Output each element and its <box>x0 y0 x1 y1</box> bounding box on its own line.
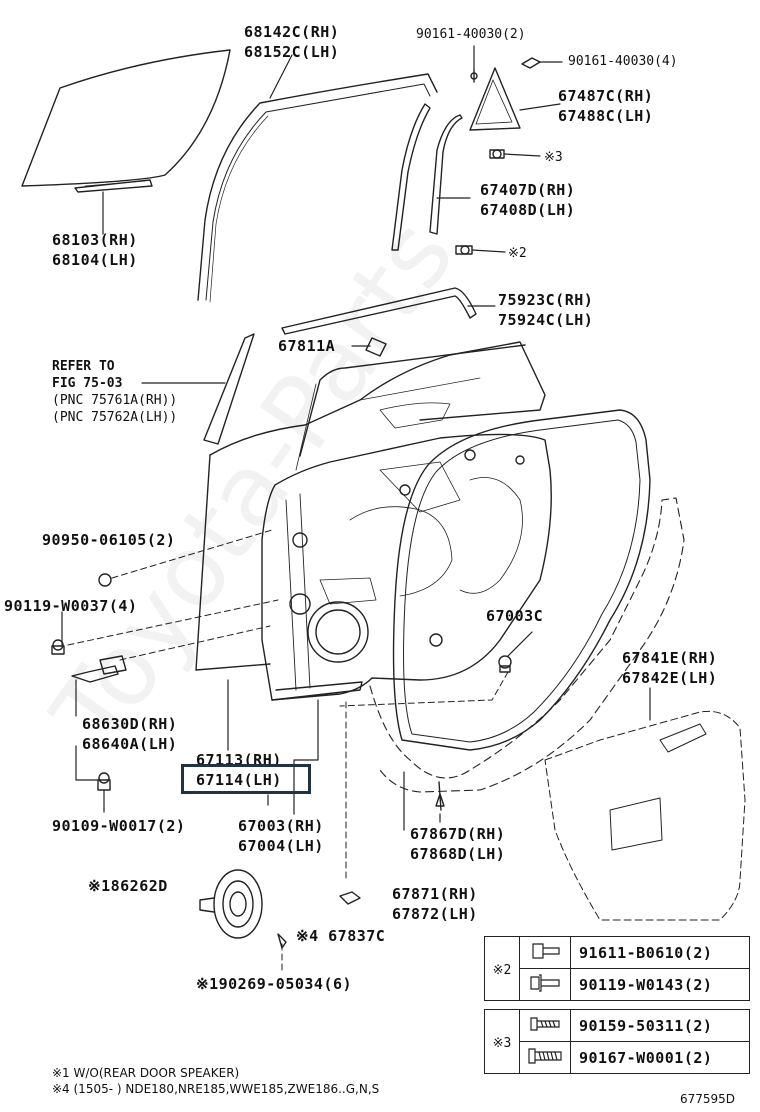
label-strip-lh: 67872(LH) <box>392 905 478 923</box>
label-bolt-lower: 90109-W0017(2) <box>52 817 186 835</box>
drawing-number: 677595D <box>680 1092 736 1106</box>
highlight-box <box>181 764 311 794</box>
dashed-leaders <box>67 529 509 971</box>
door-weatherstrip <box>392 409 651 751</box>
label-run-lh: 67408D(LH) <box>480 201 576 219</box>
label-plug: 90950-06105(2) <box>42 531 176 549</box>
label-run-rh: 67407D(RH) <box>480 181 576 199</box>
legend-part: 90159-50311(2) <box>570 1009 750 1042</box>
label-refer-1: REFER TO <box>52 359 115 374</box>
note-2: ※4 (1505- ) NDE180,NRE185,WWE185,ZWE186.… <box>52 1082 380 1096</box>
label-speaker: ※186262D <box>88 877 168 895</box>
label-panel-lh: 67004(LH) <box>238 837 324 855</box>
label-hinge-rh: 68630D(RH) <box>82 715 178 733</box>
label-channel-lh: 68152C(LH) <box>244 43 340 61</box>
label-trim-lh: 67842E(LH) <box>622 669 718 687</box>
inner-door-frame <box>261 377 552 701</box>
label-plate: 67811A <box>278 337 336 355</box>
label-refer-2: FIG 75-03 <box>52 376 123 391</box>
speaker <box>199 869 263 939</box>
quarter-piece <box>455 57 541 255</box>
glass-run-channel <box>197 73 438 303</box>
label-belt-lh: 75924C(LH) <box>498 311 594 329</box>
legend-row: 90167-W0001(2) <box>485 1041 750 1074</box>
door-glass <box>21 49 231 193</box>
label-seal-lh: 67114(LH) <box>196 771 282 789</box>
label-bolt-top-1: 90161-40030(2) <box>416 27 526 42</box>
flange-bolt-icon <box>519 968 571 1001</box>
fastener-legend: ※2 91611-B0610(2) 90119-W0143(2) <box>484 936 750 1074</box>
leader-lines <box>61 45 651 831</box>
label-mark3-top: ※3 <box>544 150 563 165</box>
trim-panel <box>544 710 746 921</box>
label-refer-3: (PNC 75761A(RH)) <box>52 393 178 408</box>
legend-part: 90119-W0143(2) <box>570 968 750 1001</box>
label-clip: 67003C <box>486 607 544 625</box>
label-trim-rh: 67841E(RH) <box>622 649 718 667</box>
legend-row: 90119-W0143(2) <box>485 968 750 1001</box>
label-bolt-check: 90119-W0037(4) <box>4 597 138 615</box>
belt-moulding <box>281 287 477 335</box>
bolt-icon <box>519 936 571 969</box>
label-weather-rh: 67867D(RH) <box>410 825 506 843</box>
label-belt-rh: 75923C(RH) <box>498 291 594 309</box>
label-quarter-rh: 67487C(RH) <box>558 87 654 105</box>
label-panel-rh: 67003(RH) <box>238 817 324 835</box>
body-opening-outline <box>369 497 685 793</box>
legend-mark: ※2 <box>484 936 520 1001</box>
label-mark2-top: ※2 <box>508 246 527 261</box>
legend-row: ※2 91611-B0610(2) <box>484 936 750 1001</box>
label-glass-rh: 68103(RH) <box>52 231 138 249</box>
fasteners <box>51 573 512 949</box>
rear-vertical-run <box>391 103 463 251</box>
label-glass-lh: 68104(LH) <box>52 251 138 269</box>
label-hinge-lh: 68640A(LH) <box>82 735 178 753</box>
legend-spacer <box>485 1001 750 1010</box>
label-holder: ※4 67837C <box>296 927 386 945</box>
legend-part: 91611-B0610(2) <box>570 936 750 969</box>
tapping-screw-icon <box>519 1041 571 1074</box>
applique-plate <box>365 337 387 357</box>
legend-mark: ※3 <box>484 1009 520 1074</box>
outer-door-panel <box>195 341 546 671</box>
screw-icon <box>519 1009 571 1042</box>
legend-row: ※3 90159-50311(2) <box>484 1009 750 1074</box>
label-channel-rh: 68142C(RH) <box>244 23 340 41</box>
label-screw: ※190269-05034(6) <box>196 975 353 993</box>
legend-part: 90167-W0001(2) <box>570 1041 750 1074</box>
note-1: ※1 W/O(REAR DOOR SPEAKER) <box>52 1066 240 1080</box>
pillar-garnish <box>203 333 255 445</box>
label-refer-4: (PNC 75762A(LH)) <box>52 410 178 425</box>
label-bolt-top-2: 90161-40030(4) <box>568 54 678 69</box>
label-weather-lh: 67868D(LH) <box>410 845 506 863</box>
label-quarter-lh: 67488C(LH) <box>558 107 654 125</box>
label-strip-rh: 67871(RH) <box>392 885 478 903</box>
